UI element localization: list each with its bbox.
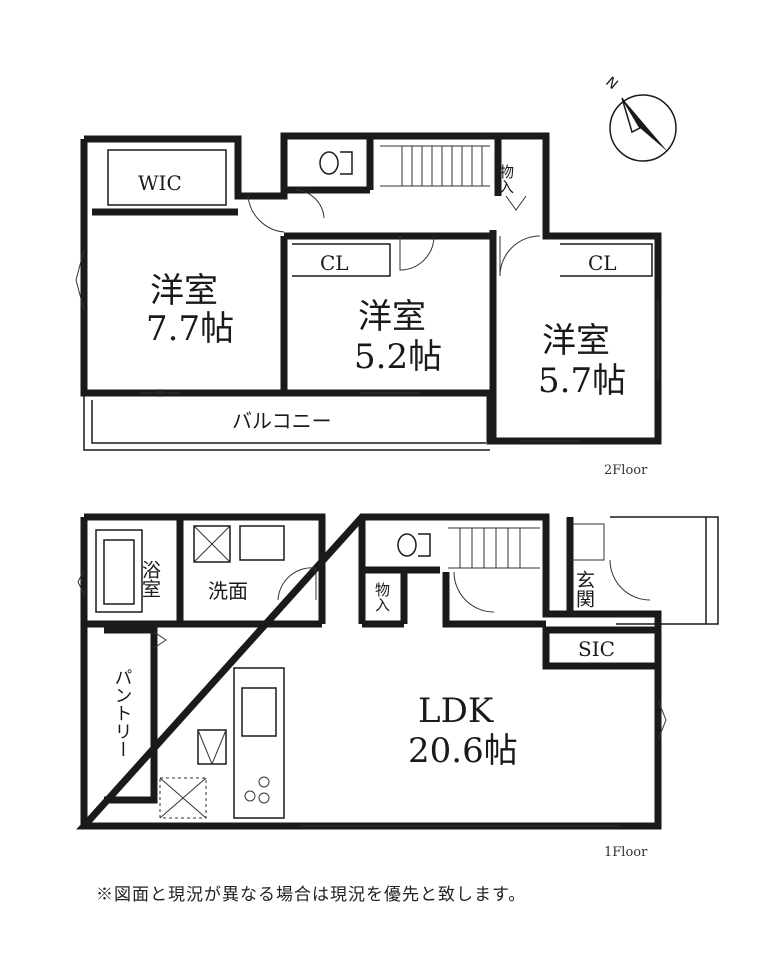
entrance-label: 玄関	[573, 570, 595, 608]
floor1-label: 1Floor	[604, 845, 648, 860]
compass-icon: N	[602, 74, 677, 162]
bedroom1-name: 洋室	[150, 271, 218, 311]
ldk-name: LDK	[418, 691, 494, 731]
second-floor: WIC 洋室 7.7帖 洋室 5.2帖 洋室 5.7帖 CL CL 物入 バルコ…	[75, 132, 662, 478]
washroom-label: 洗面	[208, 579, 248, 603]
compass-north-label: N	[602, 74, 620, 93]
bedroom2-size: 5.2帖	[354, 337, 442, 377]
bedroom2-name: 洋室	[358, 297, 426, 337]
ldk-size: 20.6帖	[408, 731, 518, 771]
bath-label: 浴室	[139, 560, 161, 598]
closet1-label: CL	[320, 251, 349, 275]
disclaimer-note: ※図面と現況が異なる場合は現況を優先と致します。	[96, 885, 527, 905]
bedroom1-size: 7.7帖	[146, 309, 234, 349]
closet2-label: CL	[588, 251, 617, 275]
pantry-label: パントリー	[112, 668, 133, 758]
bedroom3-size: 5.7帖	[538, 361, 626, 401]
wic-label: WIC	[138, 171, 182, 195]
floor2-label: 2Floor	[604, 463, 648, 478]
bedroom3-name: 洋室	[542, 321, 610, 361]
storage1-label: 物入	[373, 582, 391, 612]
first-floor: 浴室 洗面 物入 玄関 SIC パントリー LDK 20.6帖 1Floor	[76, 513, 719, 860]
sic-label: SIC	[578, 637, 615, 661]
balcony-label: バルコニー	[232, 409, 332, 433]
storage2-label: 物入	[497, 164, 515, 194]
